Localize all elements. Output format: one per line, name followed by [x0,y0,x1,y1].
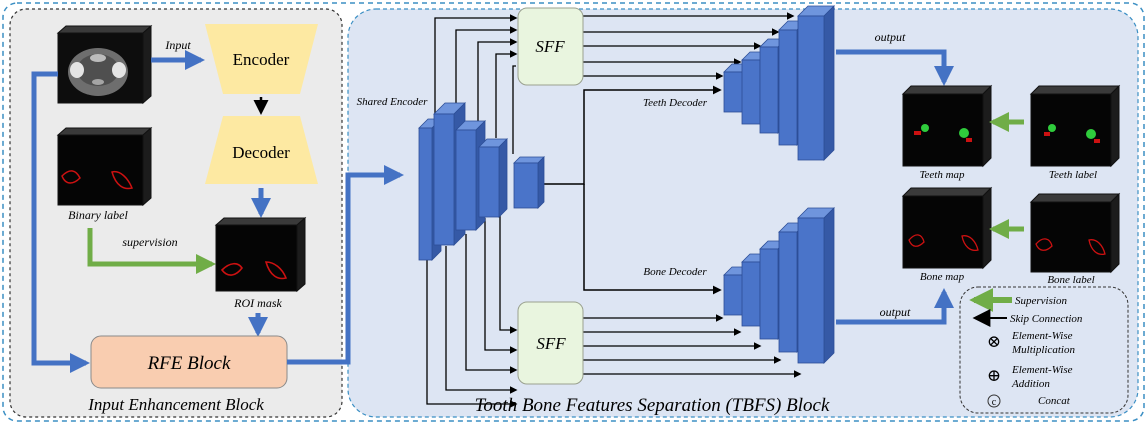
concat-icon-ring [987,394,1001,408]
teeth-decoder-label: Teeth Decoder [643,97,708,109]
supervision-arrow [87,228,216,274]
teeth-label-caption: Teeth label [1049,169,1097,181]
sff-top-label: SFF [535,37,565,56]
multiplication-icon: ⊗ [987,332,1001,351]
teeth-map-caption: Teeth map [919,169,965,181]
addition-icon: ⊕ [987,366,1001,385]
ct-input-image [56,24,153,105]
legend-skip-text: Skip Connection [1010,313,1083,325]
ct-rfe-arrow [31,71,90,373]
legend-mult-text-2: Multiplication [1011,344,1075,356]
bone-label-caption: Bone label [1047,274,1094,286]
encoder-box [205,24,318,94]
encoder-label: Encoder [233,50,290,69]
decoder-label: Decoder [232,143,290,162]
legend: Supervision Skip Connection ⊗ Element-Wi… [959,286,1129,414]
bone-map-caption: Bone map [920,271,965,283]
teeth-output-label: output [875,30,906,44]
bone-label-image [1029,192,1121,274]
shared-encoder-label: Shared Encoder [357,96,428,108]
roi-mask-caption: ROI mask [233,296,282,310]
teeth-output-arrow [836,49,954,86]
teeth-map-image [901,84,993,168]
sff-bottom-box [517,301,584,385]
bone-decoder-blocks [723,207,835,364]
shared-encoder-blocks [418,102,545,261]
legend-concat-text: Concat [1038,395,1071,407]
legend-frame [959,286,1129,414]
supervision-label: supervision [122,235,177,249]
bone-map-image [901,186,993,270]
sff-bottom-label: SFF [536,334,566,353]
bone-decoder-label: Bone Decoder [643,266,707,278]
bone-output-arrow [836,288,954,325]
rfe-block-label: RFE Block [147,353,231,374]
roi-mask-image [214,216,307,293]
teeth-decoder-blocks [723,5,835,161]
rfe-encoder-arrow [287,165,404,365]
input-enhancement-title: Input Enhancement Block [87,395,264,414]
tbfs-title: Tooth Bone Features Separation (TBFS) Bl… [475,395,830,416]
legend-add-text-2: Addition [1011,378,1050,390]
decoder-box [205,116,318,184]
input-label: Input [164,38,191,52]
legend-supervision-text: Supervision [1015,295,1067,307]
teeth-label-image [1029,84,1121,168]
binary-label-image [56,126,153,207]
legend-add-text-1: Element-Wise [1011,364,1073,376]
concat-icon: c [992,397,997,408]
binary-label-caption: Binary label [68,208,128,222]
bottleneck-connections [544,85,722,295]
bone-output-label: output [880,305,911,319]
legend-mult-text-1: Element-Wise [1011,330,1073,342]
enc-layer-4 [478,138,508,218]
skip-connections [426,12,802,408]
enc-layer-5 [513,156,545,209]
sff-top-box [517,7,584,86]
